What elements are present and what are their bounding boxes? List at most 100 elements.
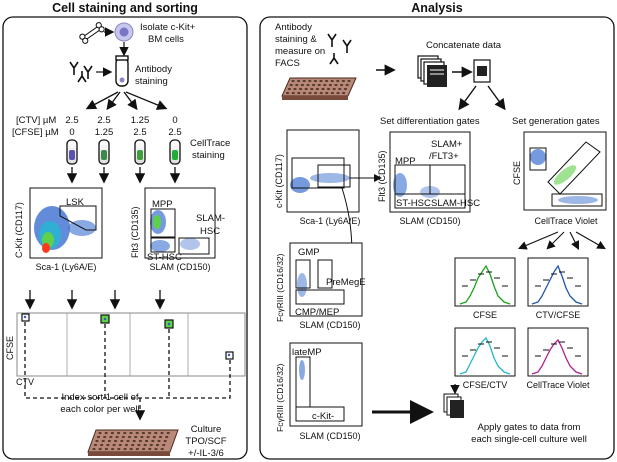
plate-well: [155, 443, 160, 447]
plate-well: [163, 439, 167, 443]
ctv-value-2: 2.5: [97, 115, 110, 126]
split-arrows: [85, 91, 168, 111]
plate-well: [126, 439, 130, 443]
culture-line2: TPO/SCF: [185, 436, 226, 447]
plate-well: [334, 83, 338, 87]
isolate-line1: Isolate c-Kit+: [140, 22, 196, 33]
bone-icon: [79, 22, 105, 44]
plate-well: [295, 83, 299, 87]
histogram-cfse-ctv: [454, 327, 516, 377]
plate-well: [111, 447, 115, 451]
ckit-plot: [286, 129, 360, 213]
plate-well: [306, 83, 310, 87]
cfse-value-4: 2.5: [168, 127, 181, 138]
antibody-facs-line2: staining &: [275, 34, 317, 45]
apply-line1: Apply gates to data from: [478, 422, 581, 433]
cfse-value-2: 1.25: [95, 127, 114, 138]
plate-well: [310, 87, 314, 91]
histogram-cfse-label: CFSE: [473, 310, 497, 320]
plate-well: [154, 431, 158, 435]
culture-plate-icon: [87, 429, 179, 456]
plate-well: [103, 435, 107, 439]
plate-well: [336, 91, 340, 95]
gen-xlabel: CellTrace Violet: [534, 216, 598, 226]
gen-ylabel: CFSE: [512, 161, 522, 185]
plate-well: [96, 435, 101, 439]
sort-ylabel: CFSE: [5, 336, 15, 360]
flt3-xlabel: SLAM (CD150): [399, 216, 460, 226]
stained-tube-4: [169, 139, 181, 165]
histogram-cfse: [454, 257, 516, 307]
gmp-ylabel: FcγRIII (CD16/32): [275, 253, 285, 322]
plate-well: [327, 87, 331, 91]
flt3-gate-mpp: MPP: [395, 156, 416, 167]
plate-well: [107, 439, 111, 443]
culture-plate-wells: [92, 431, 170, 451]
plate-well: [117, 431, 121, 435]
slam-left-gate-mpp: MPP: [152, 199, 173, 210]
plate-well: [118, 443, 122, 447]
facs-plate-icon: [281, 77, 357, 100]
diff-gates-label: Set differentiation gates: [380, 116, 480, 127]
plate-well: [165, 435, 169, 439]
plate-well: [92, 447, 96, 451]
flt3-gate-slam-hsc: SLAM-HSC: [431, 198, 480, 209]
plate-well: [100, 443, 104, 447]
plate-well: [152, 435, 156, 439]
plate-well: [135, 447, 139, 451]
plate-well: [319, 79, 323, 83]
stained-tube-3: [134, 139, 146, 165]
gen-to-hist-arrows: [517, 231, 606, 250]
plate-well: [166, 431, 170, 435]
plate-well: [123, 447, 127, 451]
lsk-gate-label: LSK: [66, 197, 85, 208]
plate-well: [120, 439, 124, 443]
slam-left-ylabel: Flt3 (CD135): [130, 206, 140, 258]
plate-well: [151, 439, 155, 443]
apply-line2: each single-cell culture well: [471, 434, 587, 445]
plate-well: [98, 431, 102, 435]
plate-well: [140, 435, 144, 439]
ctv-value-4: 0: [172, 115, 177, 126]
plate-well: [135, 431, 139, 435]
document-icon: [473, 59, 491, 83]
plate-well: [332, 87, 336, 91]
plate-well: [148, 447, 152, 451]
plate-well: [141, 431, 145, 435]
plate-well: [286, 91, 290, 95]
plate-well: [302, 79, 306, 83]
concatenate-label: Concatenate data: [426, 40, 502, 51]
plate-well: [132, 439, 136, 443]
plate-well: [98, 447, 102, 451]
ctv-concentration-label: [CTV] µM: [16, 115, 56, 126]
plate-well: [312, 83, 316, 87]
plate-well: [319, 91, 323, 95]
plate-well: [336, 79, 340, 83]
right-panel-title: Analysis: [411, 1, 462, 15]
slam-plot-left: MPP SLAM- HSC ST-HSC: [144, 187, 225, 263]
plate-well: [154, 447, 158, 451]
plate-well: [109, 435, 113, 439]
histogram-cfse-ctv-label: CFSE/CTV: [463, 380, 508, 390]
plate-well: [149, 443, 153, 447]
plate-well: [325, 79, 329, 83]
histogram-ctv-cfse-label: CTV/CFSE: [536, 310, 581, 320]
histogram-gate-ticks: [462, 271, 581, 357]
plate-well: [287, 87, 291, 91]
plate-well: [345, 83, 349, 87]
plate-well: [328, 83, 332, 87]
plate-well: [160, 447, 164, 451]
plate-well: [93, 443, 98, 447]
index-sort-line2: each color per well: [60, 404, 139, 415]
plate-well: [317, 83, 321, 87]
plate-well: [158, 435, 163, 439]
culture-line1: Culture: [191, 424, 222, 435]
latemp-plot: lateMP c-Kit-: [289, 342, 363, 427]
slam-left-gate-hsc: HSC: [200, 226, 220, 237]
flt3-gate-flt3-plus: /FLT3+: [429, 151, 459, 162]
plate-well: [157, 439, 161, 443]
plate-well: [300, 83, 304, 87]
plate-well: [299, 87, 303, 91]
stained-tube-2: [98, 139, 110, 165]
plate-well: [121, 435, 125, 439]
